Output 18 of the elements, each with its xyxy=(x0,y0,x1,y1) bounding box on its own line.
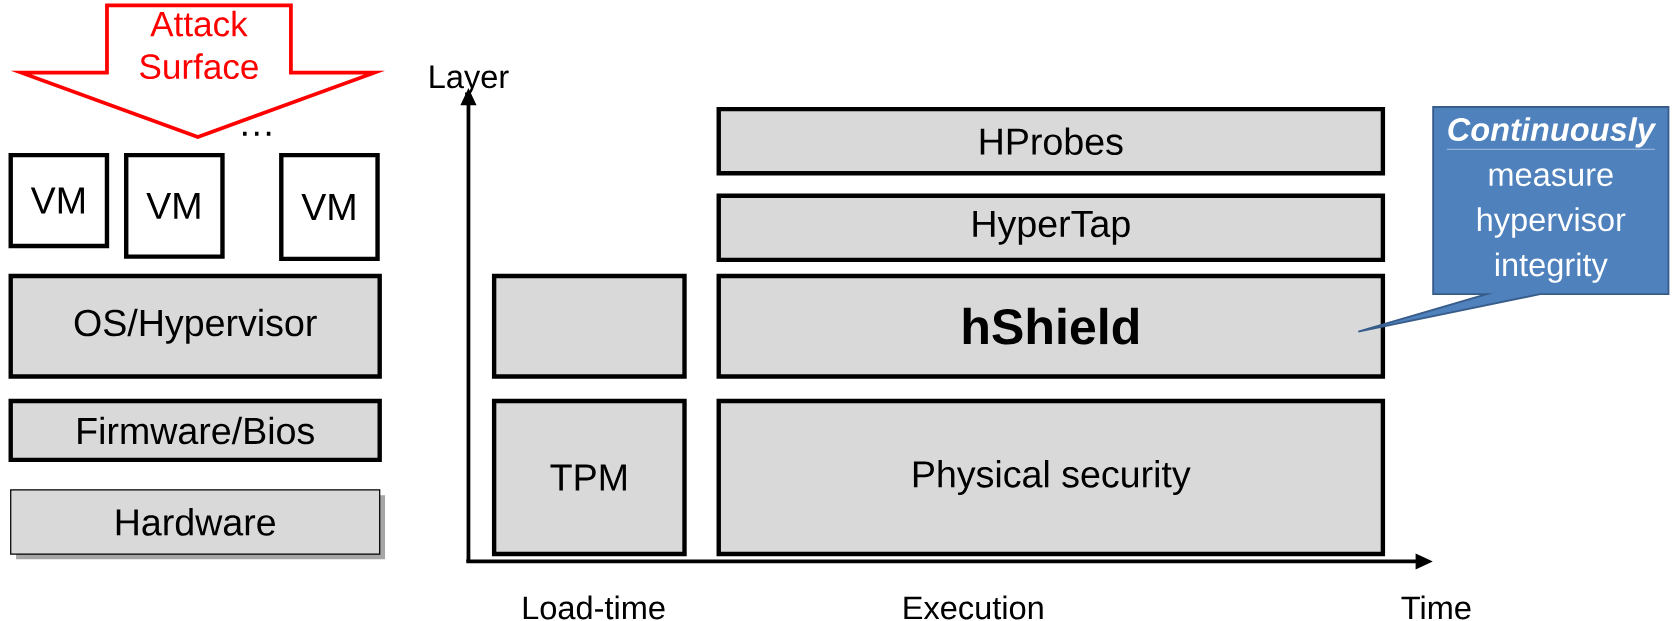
vm-box: VM xyxy=(279,152,380,261)
layer-box xyxy=(491,273,687,379)
ellipsis: … xyxy=(243,131,271,136)
layer-box: Firmware/Bios xyxy=(8,398,382,462)
vm-box: VM xyxy=(8,152,110,248)
axis-label: Time xyxy=(1401,595,1471,620)
layer-box: OS/Hypervisor xyxy=(8,273,382,379)
layer-box: TPM xyxy=(491,398,687,556)
axis-label: Layer xyxy=(430,65,509,95)
axis-label: Execution xyxy=(904,595,1043,620)
layer-box: Hardware xyxy=(10,489,386,560)
layer-box: Physical security xyxy=(716,398,1386,556)
layer-box: HyperTap xyxy=(716,193,1386,262)
axis-label: Load-time xyxy=(523,595,665,620)
layer-box: HProbes xyxy=(716,106,1386,176)
layer-box: hShield xyxy=(716,273,1386,379)
vm-box: VM xyxy=(124,152,225,259)
callout-box: Continuously measure hypervisor integrity xyxy=(1357,105,1670,333)
